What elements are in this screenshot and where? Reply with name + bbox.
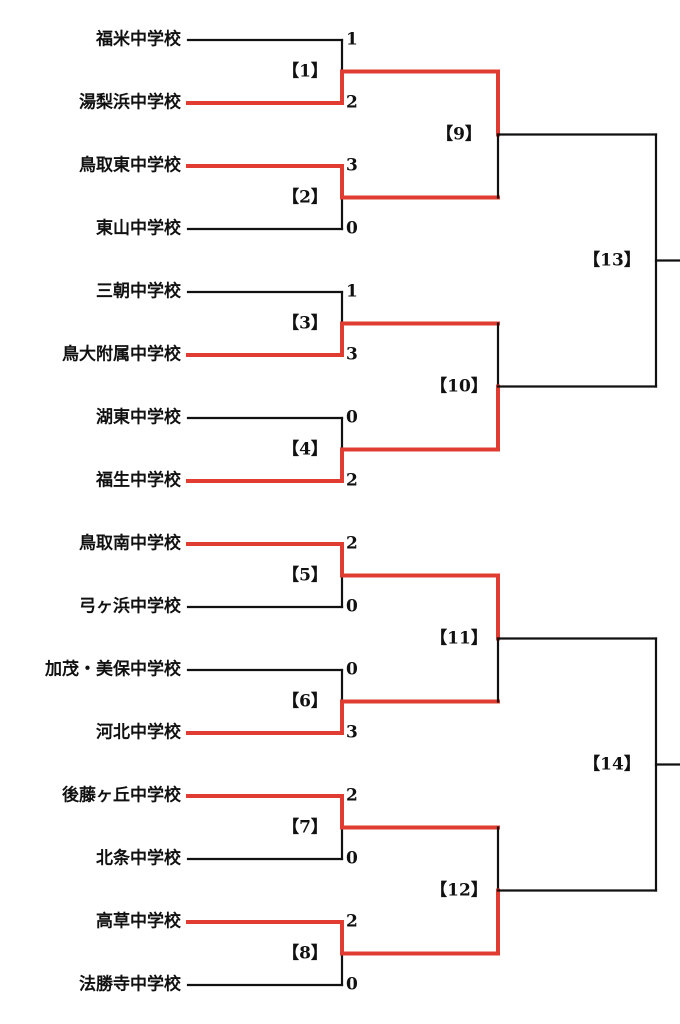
team-score: 2 <box>346 470 358 491</box>
team-name: 弓ヶ浜中学校 <box>79 596 181 617</box>
team-name: 法勝寺中学校 <box>79 974 181 995</box>
team-name: 鳥大附属中学校 <box>62 344 181 365</box>
team-score: 0 <box>346 218 358 239</box>
team-name: 高草中学校 <box>96 911 181 932</box>
team-score: 0 <box>346 596 358 617</box>
team-score: 0 <box>346 659 358 680</box>
team-name: 加茂・美保中学校 <box>45 659 181 680</box>
team-name: 福生中学校 <box>96 470 181 491</box>
match-label: 【14】 <box>583 754 641 774</box>
team-score: 3 <box>346 344 358 365</box>
team-name: 福米中学校 <box>96 29 181 50</box>
team-name: 湯梨浜中学校 <box>79 92 181 113</box>
match-label: 【5】 <box>282 565 328 585</box>
team-name: 三朝中学校 <box>96 281 181 302</box>
match-label: 【11】 <box>430 628 488 648</box>
team-name: 後藤ヶ丘中学校 <box>62 785 181 806</box>
match-label: 【13】 <box>583 250 641 270</box>
team-score: 1 <box>346 281 358 302</box>
match-label: 【12】 <box>430 880 488 900</box>
team-name: 東山中学校 <box>96 218 181 239</box>
team-score: 1 <box>346 29 358 50</box>
team-score: 0 <box>346 974 358 995</box>
team-score: 0 <box>346 848 358 869</box>
match-label: 【6】 <box>282 691 328 711</box>
team-score: 2 <box>346 92 358 113</box>
match-label: 【8】 <box>282 943 328 963</box>
team-name: 河北中学校 <box>96 722 181 743</box>
team-score: 2 <box>346 911 358 932</box>
team-score: 0 <box>346 407 358 428</box>
team-score: 3 <box>346 722 358 743</box>
team-name: 鳥取東中学校 <box>79 155 181 176</box>
match-label: 【9】 <box>436 124 482 144</box>
team-score: 2 <box>346 785 358 806</box>
team-name: 湖東中学校 <box>96 407 181 428</box>
match-label: 【7】 <box>282 817 328 837</box>
team-name: 北条中学校 <box>96 848 181 869</box>
team-score: 2 <box>346 533 358 554</box>
team-name: 鳥取南中学校 <box>79 533 181 554</box>
match-label: 【2】 <box>282 187 328 207</box>
team-score: 3 <box>346 155 358 176</box>
match-label: 【3】 <box>282 313 328 333</box>
match-label: 【4】 <box>282 439 328 459</box>
match-label: 【10】 <box>430 376 488 396</box>
match-label: 【1】 <box>282 61 328 81</box>
